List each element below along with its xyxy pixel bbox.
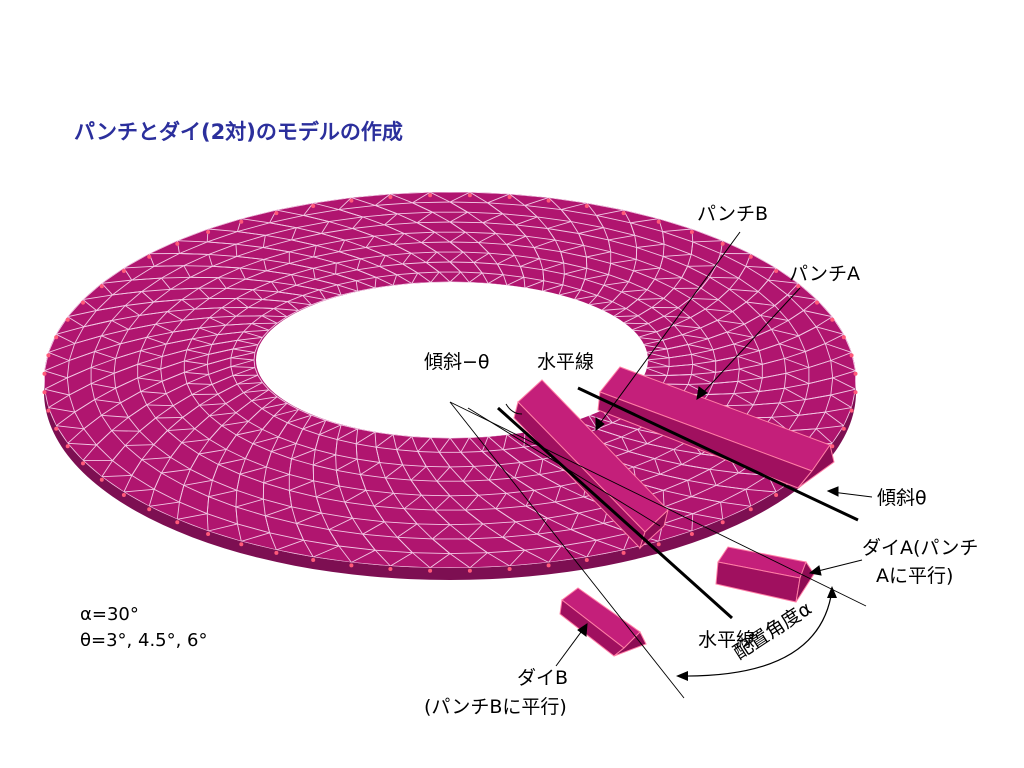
construction-line-1 [449, 401, 867, 607]
mesh-node-markers [42, 193, 858, 573]
label-punch-b: パンチB [697, 203, 768, 225]
label-tilt-theta: 傾斜θ [877, 487, 927, 509]
die-b [559, 587, 647, 657]
placement-angle-arc [679, 589, 833, 677]
placement-arrow-start [676, 671, 688, 681]
parameter-alpha: α=30° [80, 604, 139, 625]
label-horizontal-line-top: 水平線 [535, 350, 597, 374]
tilt-angle-arc [505, 403, 523, 415]
horizontal-line-a [577, 386, 859, 522]
parameter-theta: θ=3°, 4.5°, 6° [80, 630, 208, 651]
label-tilt-negative-theta: 傾斜−θ [424, 351, 490, 373]
label-die-a-line2: Aに平行) [876, 565, 954, 587]
label-die-b-line2: (パンチBに平行) [424, 696, 567, 718]
slide-title: パンチとダイ(2対)のモデルの作成 [74, 120, 403, 144]
label-die-b-line1: ダイB [517, 667, 569, 689]
construction-line-3 [467, 407, 661, 527]
blank-ring-mesh [44, 192, 856, 568]
mesh-lines [44, 192, 856, 568]
horizontal-line-b [496, 406, 734, 620]
die-a [715, 546, 815, 603]
punch-a [597, 366, 835, 489]
label-die-a-line1: ダイA(パンチ [862, 537, 979, 559]
parameter-block: α=30° θ=3°, 4.5°, 6° [80, 602, 208, 654]
leader-lines [555, 231, 873, 667]
label-punch-a: パンチA [789, 263, 860, 285]
construction-line-2 [449, 401, 685, 699]
placement-arrow-end [827, 586, 837, 598]
label-horizontal-line-bottom: 水平線 [698, 629, 756, 651]
